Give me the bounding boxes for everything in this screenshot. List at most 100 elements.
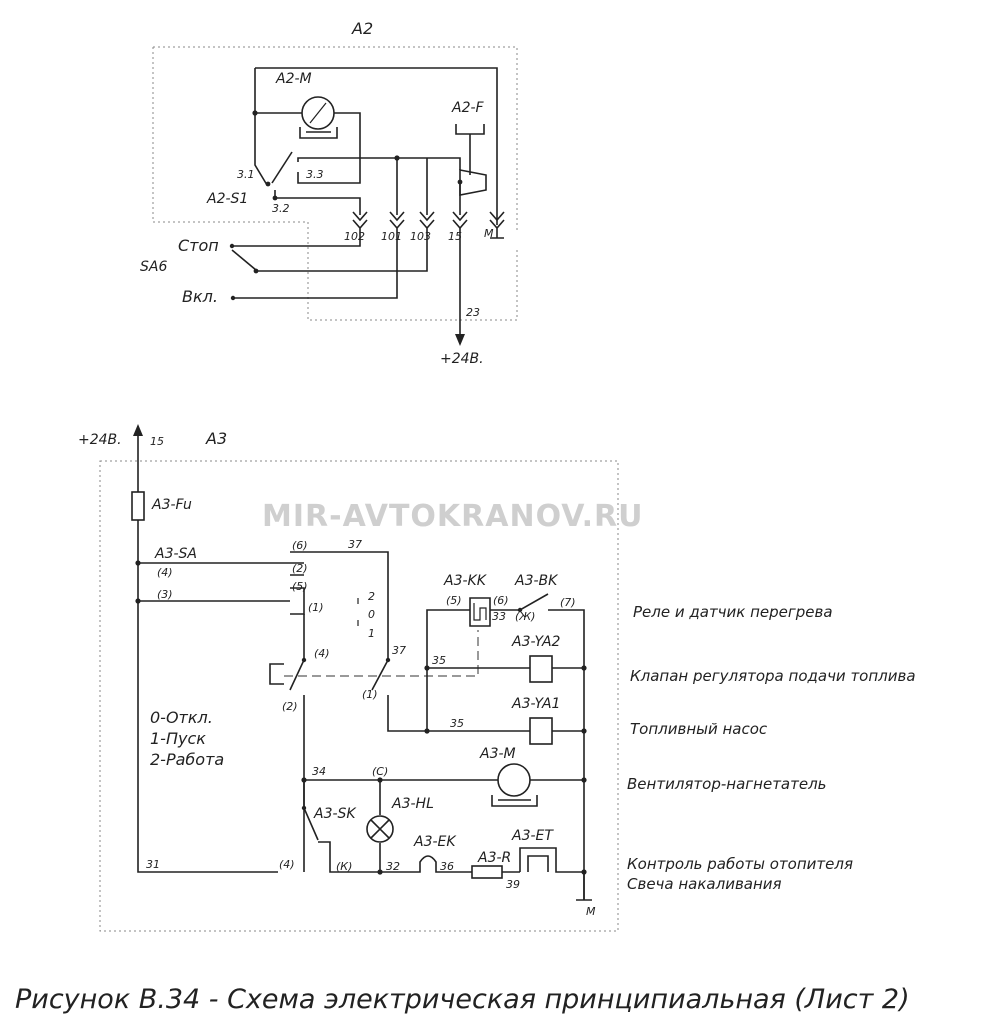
a3-sa-left-contact[interactable]: [289, 614, 305, 872]
a2-conn-103: 103: [410, 230, 431, 243]
a3-plus24-label: +24В.: [78, 432, 122, 448]
a3-w35a: 35: [432, 654, 446, 667]
a3-sa-contacts: [290, 551, 305, 615]
a2-ground-wire: [255, 67, 498, 225]
a3-sa-label: A3-SA: [154, 546, 197, 562]
a3-title: A3: [205, 429, 227, 448]
a3-term-4-row: (4): [157, 566, 173, 579]
sa6-stop-wire: [232, 232, 361, 247]
a3-term-2b: (2): [282, 700, 298, 713]
a2-conn-m: M: [484, 227, 494, 240]
a2-plus24-label: +24В.: [440, 351, 484, 367]
a3-term-4c: (4): [314, 647, 330, 660]
block-a3: A3 +24В. 15 A3-Fu A3-SA (4) (3) (6) (2) …: [78, 424, 619, 932]
a3-w31: 31: [146, 858, 160, 871]
a3-et-plug: [519, 847, 584, 873]
a3-kk-label: A3-KK: [443, 573, 488, 589]
a3-term-5k: (5): [446, 594, 462, 607]
a3-term-k: (К): [336, 860, 352, 873]
sa6-on-wire: [233, 232, 398, 299]
a3-boundary: [99, 460, 619, 932]
a3-pos-2: 2: [368, 590, 375, 603]
a3-motor-label: A3-M: [479, 746, 516, 762]
sa6-switch[interactable]: [231, 249, 257, 271]
a3-ground-label: М: [586, 905, 596, 918]
a2-s1-switch[interactable]: [271, 151, 293, 184]
a2-motor-symbol: [293, 96, 342, 139]
a3-term-c: (С): [372, 765, 388, 778]
a3-term-7: (7): [560, 596, 576, 609]
a2-conn-102: 102: [344, 230, 365, 243]
a3-w39: 39: [506, 878, 520, 891]
desc-glow: Свеча накаливания: [627, 875, 782, 893]
a2-pin-33: 3.3: [306, 168, 324, 181]
a3-ya2-label: A3-YA2: [511, 634, 561, 650]
a2-wire-23: 23: [466, 306, 480, 319]
a2-motor-label: A2-M: [275, 71, 312, 87]
a3-sk-switch[interactable]: [303, 780, 395, 873]
a3-term-zh: (Ж): [515, 610, 535, 623]
a2-s1-label: A2-S1: [206, 191, 248, 207]
a3-r-label: A3-R: [477, 850, 511, 866]
a3-pos-1: 1: [368, 627, 375, 640]
a3-w35b: 35: [450, 717, 464, 730]
desc-fan: Вентилятор-нагнетатель: [627, 775, 827, 793]
a3-et-label: A3-ET: [511, 828, 554, 844]
a3-wire-37: [304, 551, 389, 660]
a3-w37a: 37: [348, 538, 362, 551]
a3-mech-link: [284, 630, 479, 677]
a2-connectors: [352, 211, 505, 239]
block-a2: A2 A2-M 3.1 3.2 3.3 A2-S1: [140, 19, 518, 367]
a3-motor-symbol: [484, 763, 538, 807]
a3-mode-0: 0-Откл.: [150, 708, 213, 727]
a2-f-sensor: [455, 124, 487, 215]
desc-valve: Клапан регулятора подачи топлива: [630, 667, 916, 685]
a3-term-5: (5): [292, 580, 308, 593]
a3-sa-handle[interactable]: [269, 663, 284, 685]
a2-motor-right-wire: [297, 112, 361, 184]
a3-main-wire: [137, 436, 278, 873]
a3-term-4d: (4): [279, 858, 295, 871]
a3-r-resistor: [471, 865, 503, 879]
a3-ya1-coil: [529, 717, 553, 745]
a2-wire-102: [274, 190, 361, 215]
a3-term-1b: (1): [362, 688, 378, 701]
a3-ya1-label: A3-YA1: [511, 696, 560, 712]
sa6-on-label: Вкл.: [182, 287, 218, 306]
a3-mode-1: 1-Пуск: [150, 729, 206, 748]
a2-conn-15: 15: [448, 230, 462, 243]
a3-wire-15: 15: [150, 435, 164, 448]
desc-pump: Топливный насос: [630, 720, 768, 738]
a3-sa-right-contact[interactable]: [371, 659, 526, 732]
a3-fuse-label: A3-Fu: [151, 497, 192, 513]
a2-wire-33: [297, 157, 461, 170]
a2-boundary: [152, 46, 518, 321]
sa6-common-wire: [256, 232, 428, 272]
figure-caption: Рисунок В.34 - Схема электрическая принц…: [15, 984, 910, 1015]
a3-term-3: (3): [157, 588, 173, 601]
a2-pin-32: 3.2: [272, 202, 290, 215]
sa6-label: SA6: [140, 259, 167, 275]
a3-hl-lamp: [366, 815, 394, 843]
desc-control: Контроль работы отопителя: [627, 855, 853, 873]
a3-w37b: 37: [392, 644, 406, 657]
a3-fuse-symbol: [131, 491, 145, 521]
desc-relay: Реле и датчик перегрева: [633, 603, 833, 621]
a2-f-label: A2-F: [451, 100, 485, 116]
a3-kk-relay: [469, 597, 491, 627]
a3-mode-2: 2-Работа: [150, 750, 224, 769]
a3-term-6: (6): [292, 539, 308, 552]
a3-w32: 32: [386, 860, 400, 873]
a3-term-1: (1): [308, 601, 324, 614]
a3-sk-label: A3-SK: [313, 806, 357, 822]
a2-title: A2: [351, 19, 373, 38]
a3-term-2: (2): [292, 562, 308, 575]
sa6-stop-label: Стоп: [178, 236, 219, 255]
a3-w36: 36: [440, 860, 454, 873]
a2-conn-101: 101: [381, 230, 402, 243]
a3-ek-label: A3-EK: [413, 834, 457, 850]
a3-w34: 34: [312, 765, 326, 778]
watermark: MIR-AVTOKRANOV.RU: [262, 499, 644, 534]
a3-ek-element: [395, 855, 472, 873]
